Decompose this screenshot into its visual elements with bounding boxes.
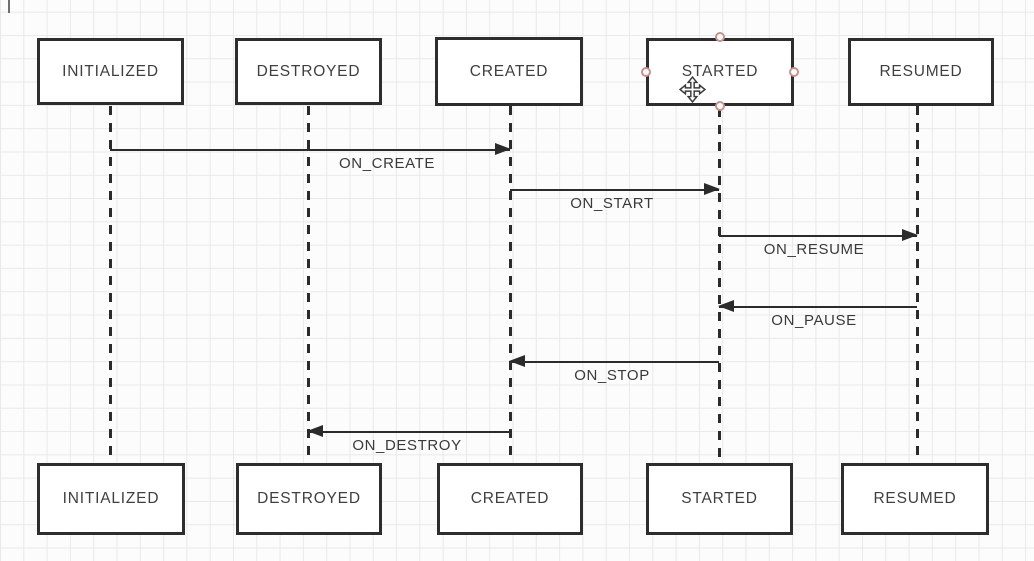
state-box-initialized-bottom[interactable]: INITIALIZED — [37, 463, 185, 535]
message-line — [719, 305, 917, 308]
lifeline-created[interactable] — [508, 106, 512, 463]
message-on-create[interactable]: ON_CREATE — [110, 143, 511, 173]
state-label: INITIALIZED — [62, 490, 160, 507]
state-box-created-top[interactable]: CREATED — [435, 37, 583, 106]
state-box-resumed-bottom[interactable]: RESUMED — [841, 463, 989, 535]
arrowhead-left-icon — [509, 355, 525, 367]
selection-handle-left[interactable] — [641, 67, 651, 77]
message-on-resume[interactable]: ON_RESUME — [719, 229, 918, 259]
message-line — [719, 234, 917, 237]
state-label: STARTED — [681, 490, 758, 507]
lifeline-resumed[interactable] — [915, 106, 919, 463]
message-label: ON_START — [570, 194, 654, 212]
message-label: ON_PAUSE — [771, 311, 857, 329]
lifeline-destroyed[interactable] — [306, 106, 310, 463]
state-box-destroyed-top[interactable]: DESTROYED — [235, 38, 382, 105]
message-on-stop[interactable]: ON_STOP — [509, 355, 719, 385]
state-box-destroyed-bottom[interactable]: DESTROYED — [236, 463, 382, 535]
message-label: ON_STOP — [574, 366, 650, 384]
message-line — [308, 430, 510, 433]
state-label: RESUMED — [879, 63, 963, 80]
message-on-start[interactable]: ON_START — [510, 183, 720, 213]
message-line — [510, 188, 719, 191]
arrowhead-right-icon — [704, 183, 720, 195]
state-label: INITIALIZED — [62, 62, 159, 80]
lifeline-started[interactable] — [717, 108, 721, 463]
arrowhead-right-icon — [495, 143, 511, 155]
arrowhead-left-icon — [718, 300, 734, 312]
selection-handle-bottom[interactable] — [715, 101, 725, 111]
message-on-pause[interactable]: ON_PAUSE — [718, 300, 917, 330]
state-box-created-bottom[interactable]: CREATED — [437, 463, 583, 535]
selection-handle-right[interactable] — [789, 67, 799, 77]
selection-handle-top[interactable] — [715, 32, 725, 42]
state-box-started-top[interactable]: STARTED — [646, 38, 794, 106]
message-on-destroy[interactable]: ON_DESTROY — [307, 425, 510, 455]
state-label: DESTROYED — [257, 490, 361, 507]
state-label: RESUMED — [873, 490, 957, 507]
lifeline-initialized[interactable] — [108, 106, 112, 463]
message-label: ON_RESUME — [763, 240, 865, 258]
state-label: CREATED — [470, 490, 550, 507]
state-label: STARTED — [681, 63, 759, 80]
arrowhead-left-icon — [307, 425, 323, 437]
message-line — [510, 360, 719, 363]
canvas-edge-mark — [8, 0, 10, 13]
message-label: ON_CREATE — [339, 154, 435, 172]
state-label: DESTROYED — [256, 62, 361, 80]
state-box-started-bottom[interactable]: STARTED — [646, 463, 793, 535]
state-box-resumed-top[interactable]: RESUMED — [848, 38, 994, 106]
arrowhead-right-icon — [902, 229, 918, 241]
state-box-initialized-top[interactable]: INITIALIZED — [37, 38, 184, 105]
state-label: CREATED — [469, 62, 549, 80]
message-line — [110, 148, 510, 151]
message-label: ON_DESTROY — [352, 436, 462, 454]
move-cursor-icon — [679, 76, 706, 103]
